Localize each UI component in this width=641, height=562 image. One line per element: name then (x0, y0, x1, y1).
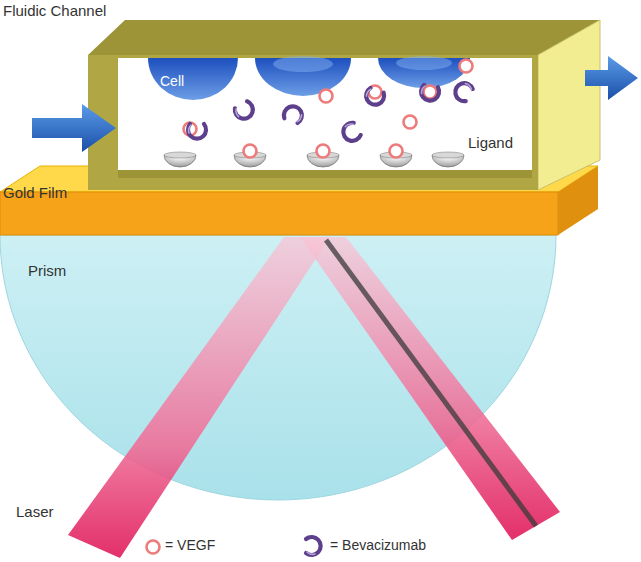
bevacizumab (233, 100, 256, 122)
bevacizumab (420, 85, 440, 103)
legend-sample (147, 541, 160, 554)
bevacizumab (364, 87, 386, 107)
channel-frame (88, 55, 538, 190)
bevacizumab (282, 104, 304, 124)
laser-beam (68, 237, 330, 558)
flow-arrow (32, 104, 116, 152)
gold-film (0, 192, 558, 235)
channel-top (88, 20, 600, 55)
legend-text: = VEGF (165, 537, 215, 553)
channel-side (538, 20, 600, 190)
ligand (164, 152, 196, 167)
bevacizumab (188, 124, 206, 139)
cell-node: Cell (148, 58, 238, 100)
legend-text: = Bevacizumab (330, 537, 426, 553)
vegf (460, 60, 473, 73)
vegf (317, 145, 330, 158)
vegf (244, 145, 257, 158)
part-label: Fluidic Channel (3, 2, 106, 19)
part-label: Laser (16, 503, 54, 520)
vegf (424, 86, 437, 99)
vegf (320, 90, 333, 103)
channel-floor (118, 170, 532, 178)
part-label: Gold Film (3, 184, 67, 201)
flow-arrow (585, 56, 638, 100)
vegf (404, 116, 417, 129)
reflected-beam (300, 237, 560, 540)
part-label: Prism (28, 262, 66, 279)
ligand (432, 152, 464, 167)
dark-line (326, 240, 536, 526)
vegf (390, 145, 403, 158)
channel-interior (118, 58, 532, 170)
legend-sample (306, 537, 321, 555)
bevacizumab (452, 80, 474, 103)
bevacizumab (340, 121, 362, 144)
part-label: Ligand (468, 134, 513, 151)
cell-label: Cell (160, 74, 238, 89)
